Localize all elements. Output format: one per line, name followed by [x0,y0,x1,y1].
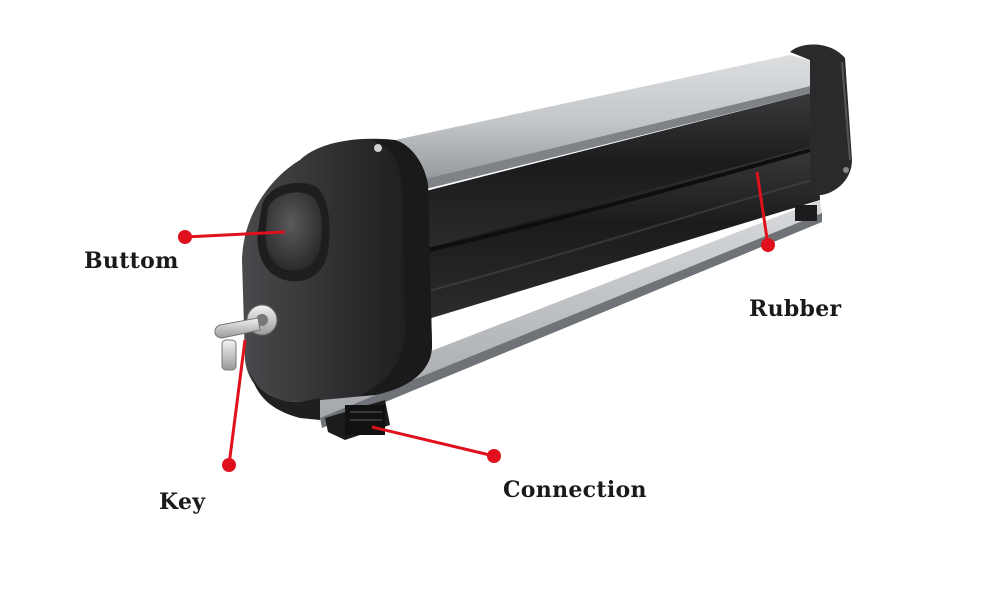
top-rail [395,55,815,195]
callout-pointer-connection [371,425,501,463]
callout-label-buttom: Buttom [84,248,179,274]
callout-pointer-buttom [178,230,286,244]
key-lock [214,304,278,371]
callout-pointer-rubber [755,171,775,252]
callout-dot-buttom [178,230,192,244]
callout-pointers [178,171,775,472]
callout-dot-connection [487,449,501,463]
callout-label-key: Key [159,489,206,515]
callout-pointer-key [222,339,247,472]
release-button [257,182,330,282]
rear-foot [795,205,817,221]
front-end-cap [242,138,432,420]
callout-label-rubber: Rubber [749,296,842,322]
bottom-rail [318,200,822,428]
rubber-strips [410,92,821,320]
callout-dot-rubber [761,238,775,252]
callout-label-connection: Connection [503,477,647,503]
callout-dot-key [222,458,236,472]
rear-end-cap [790,44,852,196]
